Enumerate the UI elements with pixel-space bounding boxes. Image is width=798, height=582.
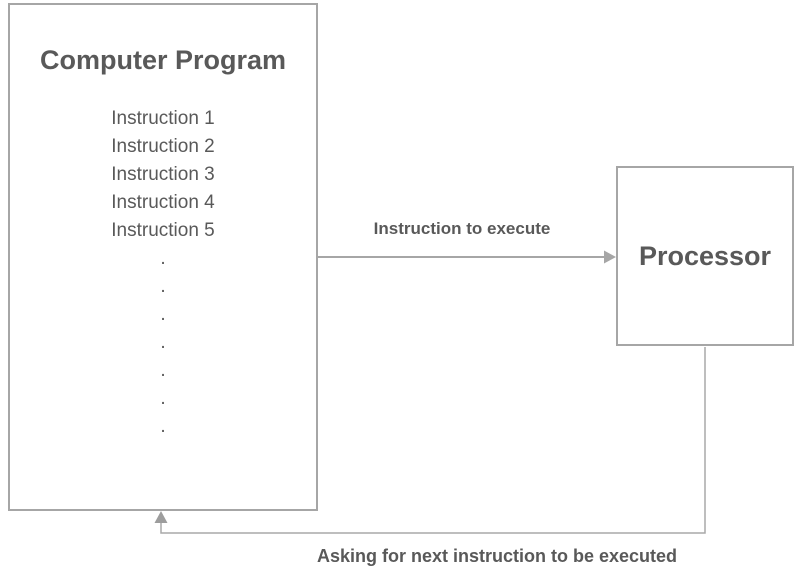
ellipsis-dot: .	[160, 276, 166, 297]
instruction-arrowhead-icon	[604, 250, 616, 264]
instruction-item: Instruction 1	[111, 108, 215, 129]
computer-program-box: Computer Program Instruction 1 Instructi…	[8, 3, 318, 511]
instruction-list: Instruction 1 Instruction 2 Instruction …	[10, 105, 316, 441]
processor-box: Processor	[616, 166, 794, 346]
instruction-item: Instruction 5	[111, 220, 215, 241]
program-box-title: Computer Program	[39, 45, 287, 75]
instruction-item: Instruction 2	[111, 136, 215, 157]
ellipsis-dot: .	[160, 332, 166, 353]
ellipsis-dot: .	[160, 416, 166, 437]
ellipsis-dot: .	[160, 248, 166, 269]
ellipsis-dot: .	[160, 304, 166, 325]
ellipsis-dot: .	[160, 360, 166, 381]
instruction-item: Instruction 3	[111, 164, 215, 185]
processor-box-title: Processor	[638, 240, 772, 271]
instruction-arrow-label: Instruction to execute	[373, 219, 551, 238]
feedback-arrow-label: Asking for next instruction to be execut…	[316, 546, 678, 566]
feedback-arrowhead-icon	[154, 511, 168, 523]
ellipsis-dot: .	[160, 388, 166, 409]
instruction-item: Instruction 4	[111, 192, 215, 213]
